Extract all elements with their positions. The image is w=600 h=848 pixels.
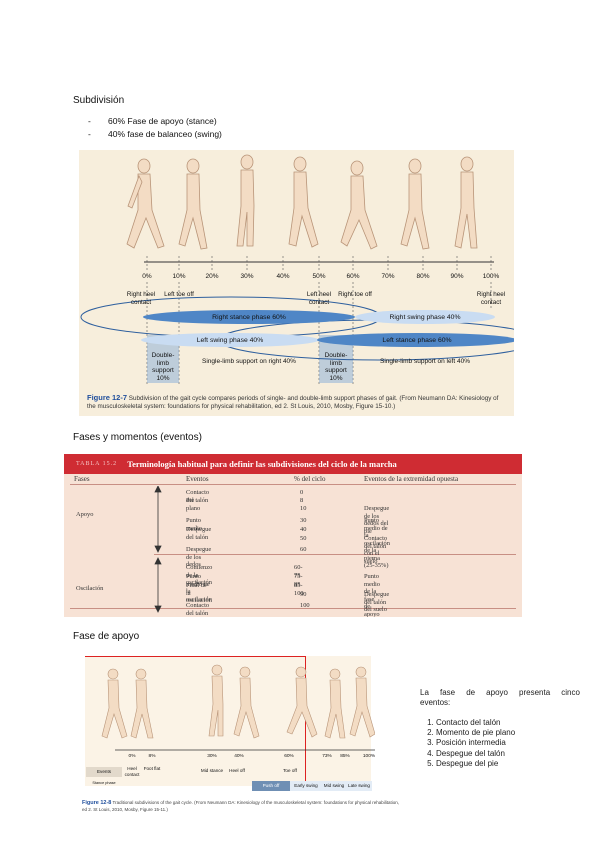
tick-label: 100% bbox=[483, 273, 500, 280]
tick-label: 40% bbox=[276, 273, 289, 280]
table-header: Eventos de la extremidad opuesta bbox=[364, 475, 458, 483]
row-label: Events bbox=[86, 767, 122, 777]
tick-label: 60% bbox=[284, 754, 294, 759]
table-cell: Despegue del talón bbox=[186, 526, 211, 541]
event-label: Right toe off bbox=[337, 291, 373, 299]
tick-label: 0% bbox=[142, 273, 151, 280]
left-swing-pill: Left swing phase 40% bbox=[141, 333, 319, 347]
tick-label: 73% bbox=[322, 754, 332, 759]
tick-label: 85% bbox=[340, 754, 350, 759]
table-cell: 30 bbox=[300, 517, 306, 525]
gait-cycle-figure: 0% 10% 20% 30% 40% 50% 60% 70% 80% 90% 1… bbox=[79, 150, 514, 416]
event-label: Mid stance bbox=[198, 768, 226, 774]
stance-label: Stance phase bbox=[86, 781, 122, 787]
table-cell: Pie plano bbox=[186, 497, 200, 512]
right-swing-pill: Right swing phase 40% bbox=[355, 310, 495, 324]
event-label: Left heel contact bbox=[299, 291, 339, 306]
walking-figures-illustration bbox=[79, 150, 514, 416]
table-divider bbox=[70, 484, 516, 485]
phase-label: Apoyo bbox=[76, 511, 93, 519]
table-cell: Contacto del talón bbox=[186, 602, 209, 617]
list-item: Posición intermedia bbox=[436, 738, 580, 748]
right-stance-pill: Right stance phase 60% bbox=[143, 310, 355, 324]
tick-label: 70% bbox=[381, 273, 394, 280]
table-divider bbox=[70, 608, 516, 609]
tick-label: 40% bbox=[234, 754, 244, 759]
event-label: Foot flat bbox=[142, 766, 162, 772]
tick-label: 100% bbox=[363, 754, 375, 759]
table-cell: 100 bbox=[300, 602, 310, 610]
subdivision-heading: Subdivisión bbox=[73, 95, 124, 106]
table-cell: Despegue del talón del suelo bbox=[364, 591, 389, 614]
tick-label: 8% bbox=[149, 754, 156, 759]
stance-bracket-line bbox=[85, 656, 305, 657]
list-item: Despegue del pie bbox=[436, 759, 580, 769]
phase-cell: Push off bbox=[252, 781, 290, 791]
tick-label: 80% bbox=[416, 273, 429, 280]
list-item: Contacto del talón bbox=[436, 718, 580, 728]
phase-arrows bbox=[153, 486, 163, 617]
support-cell: Double-limb support 10% bbox=[319, 352, 353, 382]
tick-label: 10% bbox=[172, 273, 185, 280]
table-cell: Contacto del talón con el suelo bbox=[364, 535, 387, 565]
subdivision-bullets: -60% Fase de apoyo (stance) -40% fase de… bbox=[88, 115, 222, 140]
phases-heading: Fases y momentos (eventos) bbox=[73, 432, 202, 443]
phase-cell: Mid swing bbox=[322, 781, 346, 791]
event-label: Right heel contact bbox=[471, 291, 511, 306]
table-cell: 10 bbox=[300, 505, 306, 513]
tick-label: 20% bbox=[205, 273, 218, 280]
intro-line-end: eventos: bbox=[420, 698, 580, 708]
phase-label: Oscilación bbox=[76, 585, 103, 593]
list-item: Momento de pie plano bbox=[436, 728, 580, 738]
walking-figures-illustration bbox=[85, 658, 375, 758]
tick-label: 30% bbox=[207, 754, 217, 759]
stance-events-list: Contacto del talón Momento de pie plano … bbox=[420, 718, 580, 769]
event-label: Heel contact bbox=[122, 766, 142, 777]
table-header: Eventos bbox=[186, 475, 209, 483]
table-cell: 40 bbox=[300, 526, 306, 534]
tick-label: 60% bbox=[346, 273, 359, 280]
tick-label: 30% bbox=[240, 273, 253, 280]
table-cell: 50 bbox=[300, 535, 306, 543]
event-label: Left toe off bbox=[164, 291, 194, 299]
support-cell: Single-limb support on right 40% bbox=[189, 358, 309, 366]
tick-label: 0% bbox=[129, 754, 136, 759]
phase-cell: Late swing bbox=[346, 781, 372, 791]
phase-cell: Early swing bbox=[290, 781, 322, 791]
table-cell: 90 bbox=[300, 591, 306, 599]
event-label: Toe off bbox=[278, 768, 302, 774]
bullet-item: -60% Fase de apoyo (stance) bbox=[88, 115, 222, 128]
support-cell: Double-limb support 10% bbox=[147, 352, 179, 382]
tick-label: 50% bbox=[312, 273, 325, 280]
stance-phase-figure: 0% 8% 30% 40% 60% 73% 85% 100% Events He… bbox=[82, 654, 407, 820]
tick-label: 90% bbox=[450, 273, 463, 280]
table-header: % del ciclo bbox=[294, 475, 326, 483]
support-cell: Single-limb support on left 40% bbox=[365, 358, 485, 366]
bullet-item: -40% fase de balanceo (swing) bbox=[88, 128, 222, 141]
event-label: Heel off bbox=[225, 768, 249, 774]
event-label: Right heel contact bbox=[121, 291, 161, 306]
table-cell: 60 bbox=[300, 546, 306, 554]
list-item: Despegue del talón bbox=[436, 749, 580, 759]
table-cell: 8 bbox=[300, 497, 303, 505]
table-cell: 0 bbox=[300, 489, 303, 497]
table-header: Fases bbox=[74, 475, 90, 483]
figure-caption: Figure 12-7 Subdivision of the gait cycl… bbox=[87, 394, 507, 411]
figure-caption: Figure 12-8 Traditional subdivisions of … bbox=[82, 800, 402, 812]
stance-heading: Fase de apoyo bbox=[73, 631, 139, 642]
left-stance-pill: Left stance phase 60% bbox=[317, 333, 514, 347]
